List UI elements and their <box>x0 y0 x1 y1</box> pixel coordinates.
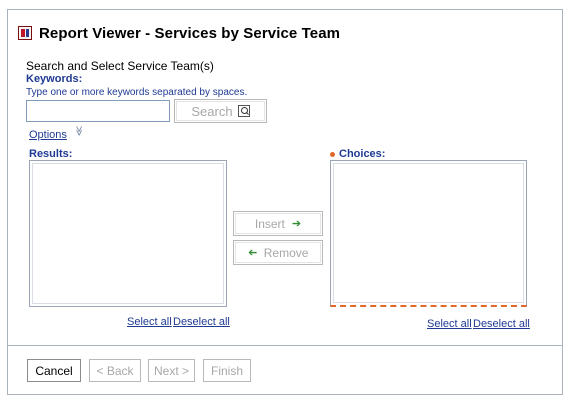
magnifier-icon <box>237 105 250 117</box>
remove-button[interactable]: ➔ Remove <box>233 240 323 265</box>
cancel-button[interactable]: Cancel <box>27 359 81 382</box>
chevron-double-down-icon[interactable]: ≫ <box>73 125 85 137</box>
choices-select-all-link[interactable]: Select all <box>427 318 472 330</box>
results-deselect-all-link[interactable]: Deselect all <box>173 316 230 328</box>
choices-listbox-inner <box>333 163 524 303</box>
choices-label: Choices: <box>339 148 386 160</box>
remove-button-label: Remove <box>263 245 309 260</box>
choices-label-row: Choices: <box>330 148 385 160</box>
arrow-left-icon: ➔ <box>247 247 257 259</box>
search-button-label: Search <box>191 103 233 119</box>
arrow-right-icon: ➔ <box>291 218 302 230</box>
back-button[interactable]: < Back <box>89 359 141 382</box>
insert-button-label: Insert <box>254 216 285 231</box>
required-dot-icon <box>330 151 335 157</box>
results-listbox[interactable] <box>29 160 227 307</box>
options-link[interactable]: Options <box>29 129 67 141</box>
results-label: Results: <box>29 148 73 160</box>
keywords-hint: Type one or more keywords separated by s… <box>26 87 248 98</box>
search-button[interactable]: Search <box>174 99 267 123</box>
insert-button[interactable]: Insert ➔ <box>233 211 323 236</box>
title-bar: Report Viewer - Services by Service Team <box>18 24 340 42</box>
page-title: Report Viewer - Services by Service Team <box>39 24 341 42</box>
keywords-input[interactable] <box>26 100 170 122</box>
choices-listbox[interactable] <box>330 160 527 307</box>
results-listbox-inner <box>32 163 224 304</box>
finish-button[interactable]: Finish <box>203 359 251 382</box>
next-button[interactable]: Next > <box>148 359 195 382</box>
section-title: Search and Select Service Team(s) <box>26 59 214 73</box>
footer-divider <box>8 345 562 346</box>
report-icon <box>18 26 32 40</box>
results-select-all-link[interactable]: Select all <box>127 316 172 328</box>
keywords-label: Keywords: <box>26 73 83 85</box>
choices-deselect-all-link[interactable]: Deselect all <box>473 318 530 330</box>
